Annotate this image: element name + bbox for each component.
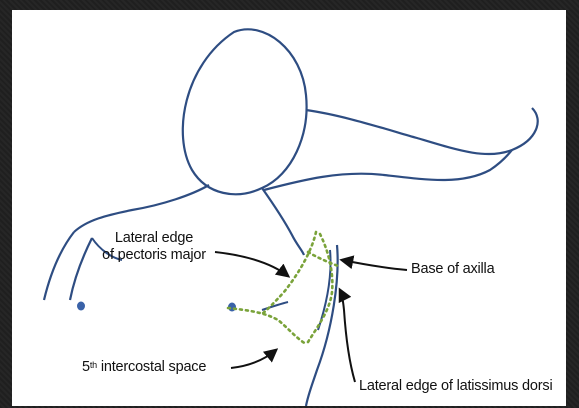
left-arm-inner — [70, 238, 92, 300]
label-latissimus-text: Lateral edge of latissimus dorsi — [359, 378, 552, 394]
label-base-of-axilla-text: Base of axilla — [411, 261, 494, 277]
lateral-chest-line — [306, 245, 338, 406]
right-shoulder — [262, 188, 304, 255]
left-nipple — [77, 302, 85, 311]
raised-arm-lower — [264, 150, 512, 190]
label-pectoris-line2: of pectoris major — [94, 247, 214, 264]
pectoral-edge-dotted — [262, 232, 316, 314]
arrow-axilla — [342, 260, 407, 270]
head-outline — [183, 29, 307, 194]
raised-arm-upper — [306, 108, 538, 154]
label-lateral-edge-latissimus: Lateral edge of latissimus dorsi — [359, 378, 552, 395]
label-intercostal-number: 5 — [82, 359, 90, 375]
label-pectoris-line1: Lateral edge — [94, 230, 214, 247]
left-shoulder — [74, 185, 209, 232]
label-base-of-axilla: Base of axilla — [411, 261, 494, 278]
breast-contour — [262, 302, 288, 310]
left-arm-outer — [44, 232, 74, 300]
label-intercostal-sup: th — [90, 360, 97, 370]
label-lateral-edge-pectoris: Lateral edge of pectoris major — [94, 230, 214, 264]
arrow-intercostal — [231, 350, 276, 368]
arrow-latissimus — [340, 290, 355, 382]
anatomy-diagram — [12, 10, 566, 406]
intercostal-dotted — [228, 308, 306, 344]
diagram-panel: Lateral edge of pectoris major Base of a… — [12, 10, 566, 406]
label-intercostal-space: 5th intercostal space — [82, 359, 206, 376]
arrow-pectoris — [215, 252, 288, 276]
label-intercostal-rest: intercostal space — [97, 359, 206, 375]
axilla-base-dotted — [308, 252, 338, 266]
